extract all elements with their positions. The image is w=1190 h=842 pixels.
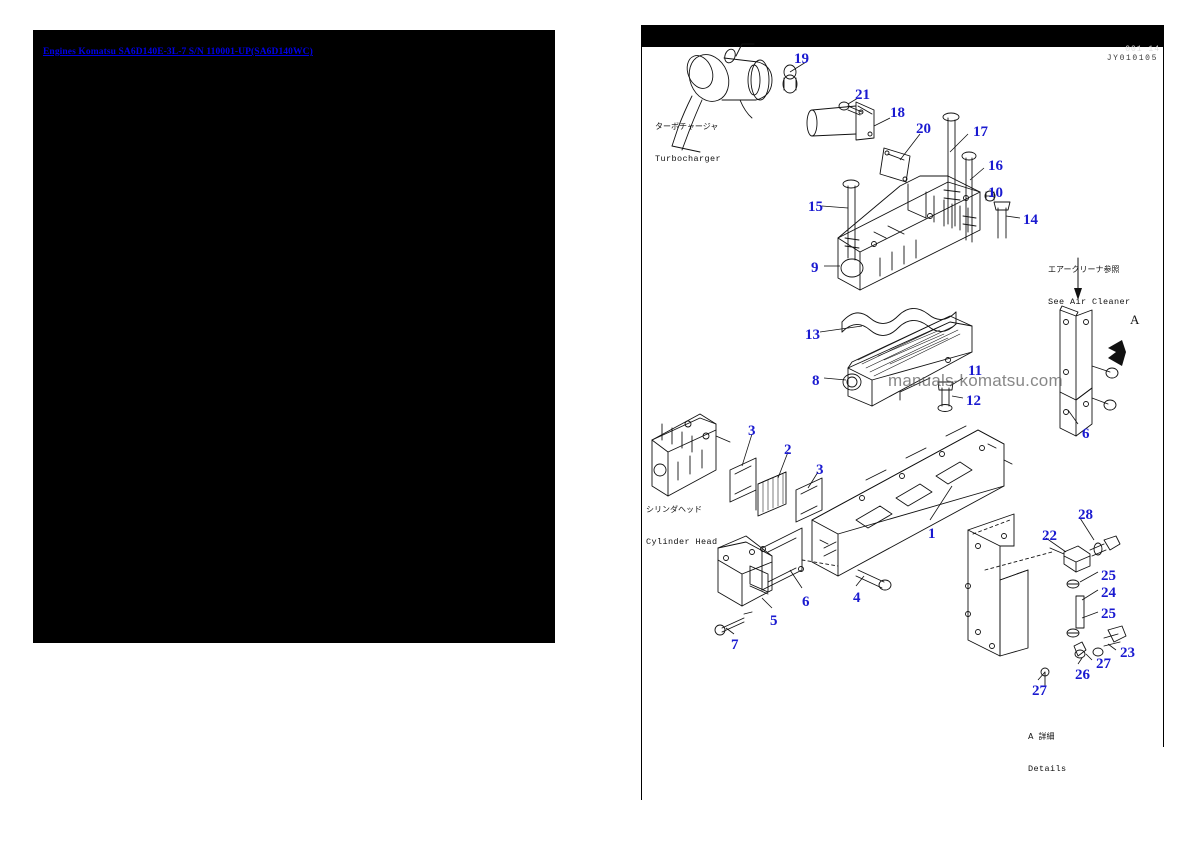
part-15-bolt	[842, 179, 860, 261]
callout-20: 20	[916, 121, 931, 137]
callout-21: 21	[855, 87, 870, 103]
callout-6: 6	[802, 594, 810, 610]
label-see-air-cleaner-jp: エアークリーナ参照	[1048, 264, 1120, 274]
callout-5: 5	[770, 613, 778, 629]
document-preview-panel: Engines Komatsu SA6D140E-3L-7 S/N 110001…	[33, 30, 555, 643]
label-turbocharger: ターボチャージャ Turbocharger	[655, 100, 721, 176]
part-6-bracket-right	[1059, 305, 1119, 437]
callout-25: 25	[1101, 606, 1116, 622]
label-cylinder-head-en: Cylinder Head	[646, 536, 718, 547]
callout-23: 23	[1120, 645, 1135, 661]
callout-4: 4	[853, 590, 861, 606]
leader-lines	[725, 61, 1117, 681]
part-11-12-bolt	[937, 381, 954, 412]
callout-9: 9	[811, 260, 819, 276]
callout-12: 12	[966, 393, 981, 409]
callout-26: 26	[1075, 667, 1090, 683]
part-1-intake-manifold	[811, 425, 1013, 577]
detail-arrow-down	[1074, 288, 1082, 300]
part-6-gasket-lower	[760, 527, 839, 591]
callout-2: 2	[784, 442, 792, 458]
detail-section-letter: A	[1130, 312, 1140, 327]
callout-17: 17	[973, 124, 988, 140]
callout-27: 27	[1096, 656, 1111, 672]
callout-25: 25	[1101, 568, 1116, 584]
label-detail-a: A 詳細 Details	[1028, 710, 1067, 786]
label-see-air-cleaner: エアークリーナ参照 See Air Cleaner	[1048, 243, 1131, 319]
callout-6: 6	[1082, 426, 1090, 442]
turbocharger-part	[671, 43, 773, 153]
part-3-gasket-right	[795, 477, 823, 523]
callout-18: 18	[890, 105, 905, 121]
callout-8: 8	[812, 373, 820, 389]
part-5-bracket	[717, 535, 773, 607]
document-title-link[interactable]: Engines Komatsu SA6D140E-3L-7 S/N 110001…	[43, 47, 313, 57]
part-2-element	[755, 471, 787, 517]
callout-11: 11	[968, 363, 983, 379]
diagram-top-bar	[641, 25, 1164, 47]
intake-pipe-part	[806, 101, 875, 141]
part-21-bolt	[838, 101, 863, 116]
callout-28: 28	[1078, 507, 1093, 523]
callout-3: 3	[748, 423, 756, 439]
callout-3: 3	[816, 462, 824, 478]
label-turbocharger-en: Turbocharger	[655, 153, 722, 164]
callout-27: 27	[1032, 683, 1047, 699]
diagram-page-code-top: 001 14	[1125, 45, 1160, 54]
callout-22: 22	[1042, 528, 1057, 544]
label-cylinder-head: シリンダヘッド Cylinder Head	[646, 483, 718, 559]
callout-1: 1	[928, 526, 936, 542]
callout-7: 7	[731, 637, 739, 653]
callout-24: 24	[1101, 585, 1116, 601]
part-14-bolt	[993, 201, 1011, 239]
part-4-bolt	[855, 569, 892, 591]
diagram-left-rule	[641, 47, 642, 800]
callout-10: 10	[988, 185, 1003, 201]
part-8-aftercooler	[842, 315, 973, 407]
diagram-page-code: JY010105	[1106, 54, 1158, 63]
label-detail-a-jp: A 詳細	[1028, 731, 1055, 741]
label-detail-a-en: Details	[1028, 763, 1067, 774]
label-see-air-cleaner-en: See Air Cleaner	[1048, 296, 1131, 307]
cylinder-head-part	[651, 413, 731, 497]
part-3-gasket-left	[729, 457, 757, 503]
part-13-gasket	[841, 308, 957, 336]
callout-14: 14	[1023, 212, 1038, 228]
detail-a-assembly	[965, 513, 1127, 687]
callout-19: 19	[794, 51, 809, 67]
callout-16: 16	[988, 158, 1003, 174]
callout-15: 15	[808, 199, 823, 215]
part-7-bolt	[714, 611, 753, 636]
parts-diagram-panel: 001 14 JY010105	[630, 25, 1170, 815]
diagram-right-rule	[1163, 47, 1164, 747]
callout-13: 13	[805, 327, 820, 343]
label-cylinder-head-jp: シリンダヘッド	[646, 504, 702, 514]
part-17-bolt	[942, 112, 961, 227]
label-turbocharger-jp: ターボチャージャ	[655, 121, 719, 131]
part-20-gasket	[879, 147, 911, 183]
part-9-manifold-housing	[837, 175, 981, 291]
detail-arrow-a	[1108, 340, 1126, 366]
part-19-connector	[782, 64, 798, 94]
